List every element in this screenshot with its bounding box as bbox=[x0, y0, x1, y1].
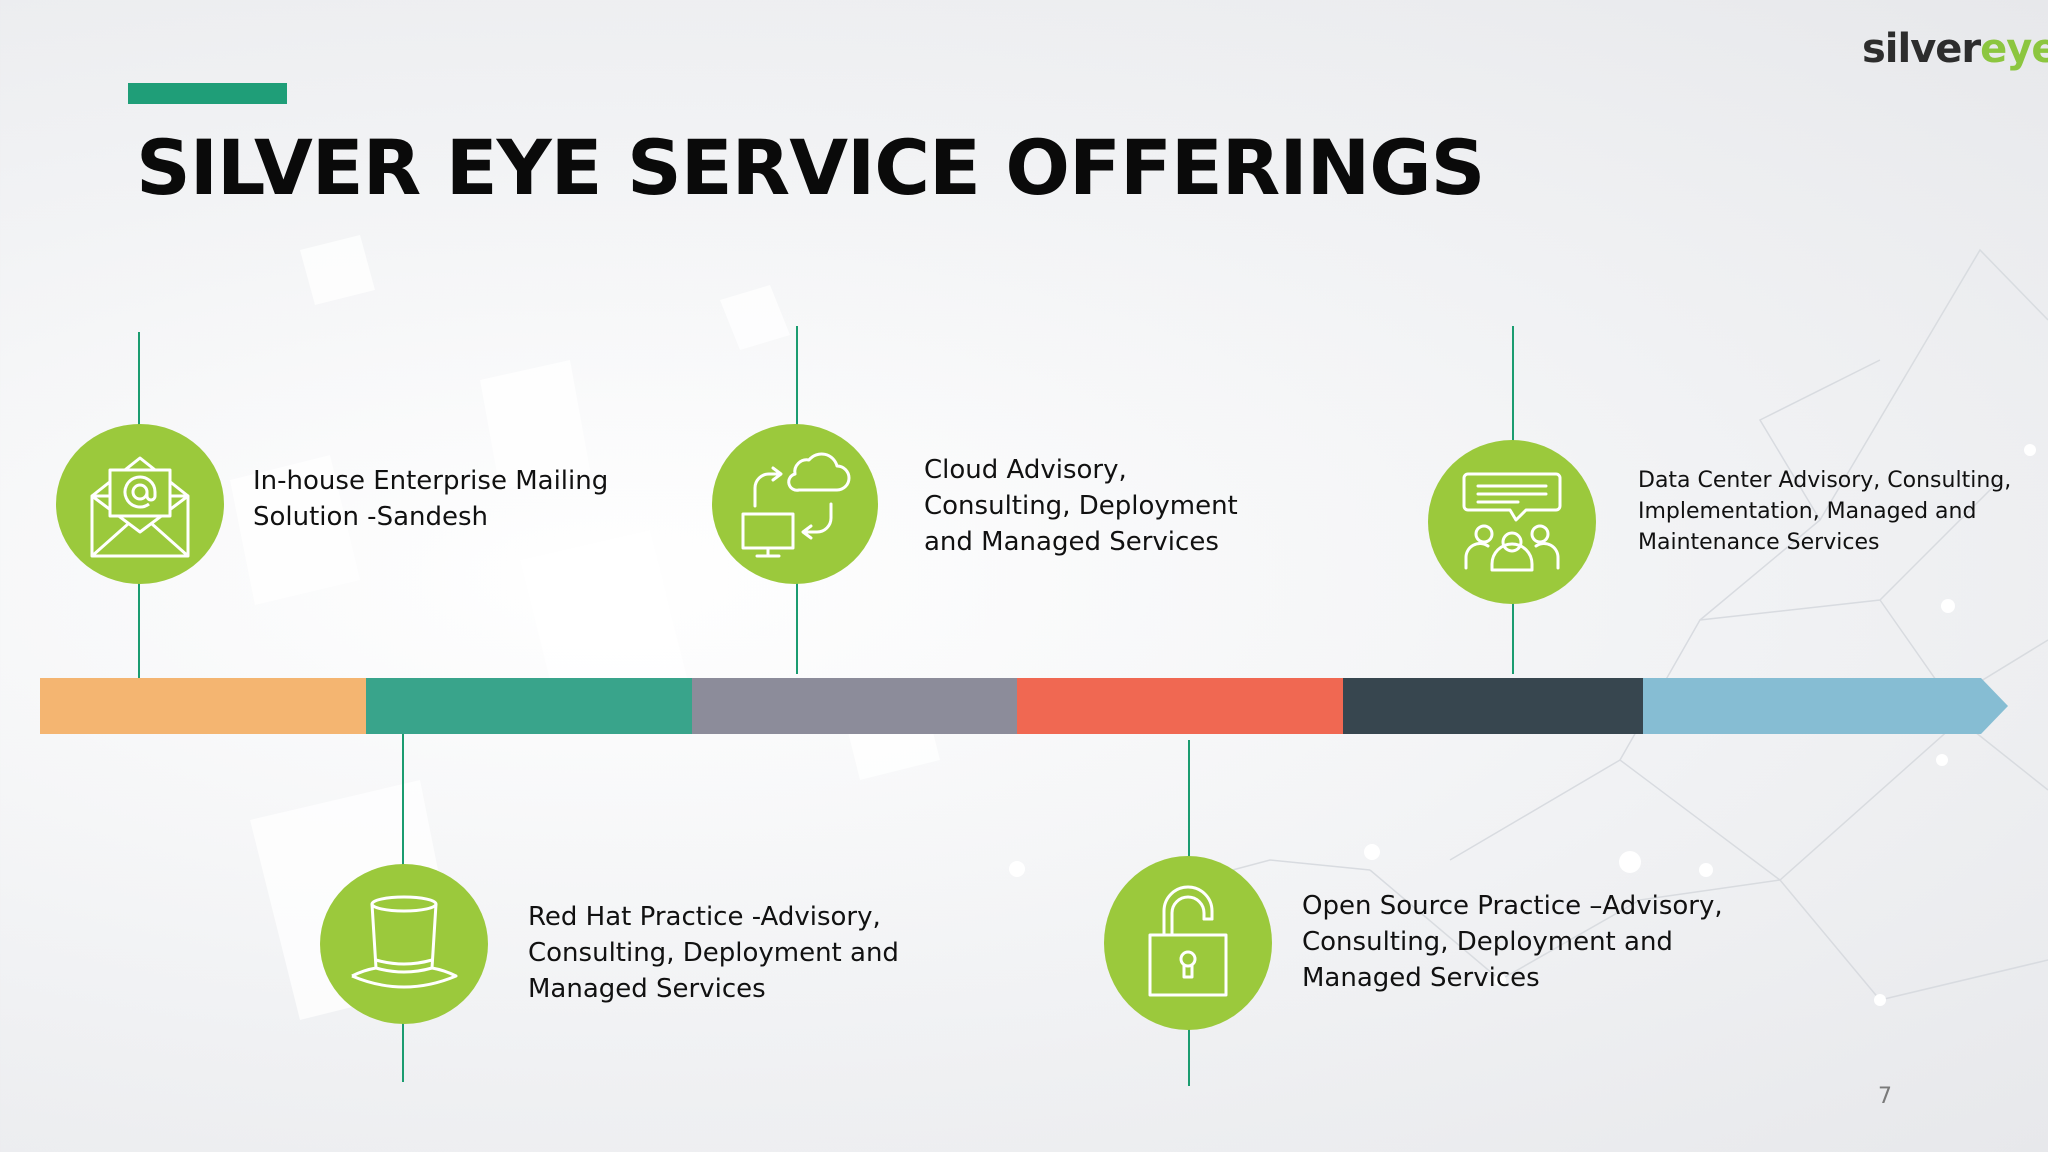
cloud-sync-icon bbox=[741, 452, 851, 558]
logo-text-eye: eye bbox=[1980, 26, 2048, 72]
offering-label-redhat: Red Hat Practice -Advisory, Consulting, … bbox=[528, 902, 899, 1004]
timeline-segment-gray bbox=[692, 678, 1017, 734]
title-accent-bar bbox=[128, 83, 287, 104]
offering-label-cloud: Cloud Advisory, Consulting, Deployment a… bbox=[924, 455, 1238, 557]
datacenter-icon-circle bbox=[1428, 440, 1596, 604]
silver-eye-logo: silvereye bbox=[1862, 14, 2048, 84]
timeline-arrow bbox=[40, 678, 2008, 734]
timeline-segment-teal bbox=[366, 678, 692, 734]
offering-label-datacenter: Data Center Advisory, Consulting, Implem… bbox=[1638, 468, 2012, 555]
timeline-segment-dark bbox=[1343, 678, 1643, 734]
top-hat-icon bbox=[351, 895, 458, 989]
slide-title: SILVER EYE SERVICE OFFERINGS bbox=[136, 123, 1485, 212]
logo-text-silver: silver bbox=[1862, 26, 1981, 72]
cloud-icon-circle bbox=[712, 424, 878, 584]
opensource-icon-circle bbox=[1104, 856, 1272, 1030]
offering-label-mailing: In-house Enterprise Mailing Solution -Sa… bbox=[253, 466, 609, 532]
mailing-icon-circle bbox=[56, 424, 224, 584]
timeline-segment-blue-arrowhead bbox=[1643, 678, 2008, 734]
redhat-icon-circle bbox=[320, 864, 488, 1024]
timeline-segment-red bbox=[1017, 678, 1343, 734]
team-chat-icon bbox=[1462, 472, 1562, 572]
offering-label-opensource: Open Source Practice –Advisory, Consulti… bbox=[1302, 891, 1723, 993]
envelope-at-icon bbox=[90, 456, 190, 558]
open-lock-icon bbox=[1148, 885, 1228, 997]
page-number: 7 bbox=[1878, 1084, 1892, 1109]
timeline-segment-orange bbox=[40, 678, 366, 734]
